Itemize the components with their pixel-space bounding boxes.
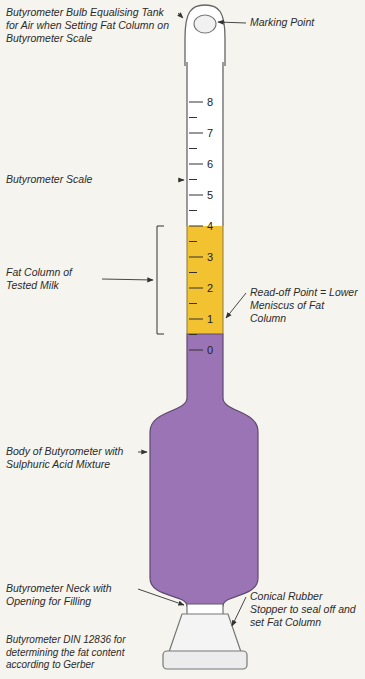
scale-tick xyxy=(189,334,197,335)
fat-column-bracket xyxy=(157,226,164,334)
scale-tick xyxy=(189,226,203,227)
stem-wall xyxy=(223,226,224,334)
scale-tick xyxy=(189,288,203,289)
acid-mixture-body xyxy=(150,334,258,606)
part-label: Conical Rubber Stopper to seal off and s… xyxy=(250,590,358,628)
scale-number: 7 xyxy=(207,126,213,140)
scale-number: 1 xyxy=(207,312,213,326)
scale-tick xyxy=(189,148,197,149)
scale-number: 5 xyxy=(207,188,213,202)
stem-wall xyxy=(186,62,187,226)
scale-tick xyxy=(189,179,197,180)
scale-number: 8 xyxy=(207,95,213,109)
scale-ticks xyxy=(189,102,203,350)
scale-tick xyxy=(189,164,203,165)
scale-tick xyxy=(189,102,203,103)
leader-arrow xyxy=(138,452,147,453)
marking-point xyxy=(194,15,216,33)
leader-arrow xyxy=(218,22,246,23)
scale-tick xyxy=(189,133,203,134)
scale-tick xyxy=(189,319,203,320)
butyrometer-bulb xyxy=(185,5,225,66)
leader-arrow xyxy=(232,597,246,626)
scale-tick xyxy=(189,117,197,118)
scale-number: 0 xyxy=(207,343,213,357)
leader-arrow xyxy=(226,293,246,318)
part-label: Butyrometer Neck with Opening for Fillin… xyxy=(6,582,134,608)
rubber-stopper xyxy=(169,614,241,652)
scale-tick xyxy=(189,241,197,242)
scale-number: 2 xyxy=(207,281,213,295)
leader-arrow xyxy=(178,13,183,18)
scale-number: 6 xyxy=(207,157,213,171)
scale-tick xyxy=(189,272,197,273)
fat-column xyxy=(187,226,223,334)
part-label: Read-off Point = Lower Meniscus of Fat C… xyxy=(250,286,358,324)
part-label: Body of Butyrometer with Sulphuric Acid … xyxy=(6,445,134,471)
scale-tick xyxy=(189,350,203,351)
part-label: Fat Column of Tested Milk xyxy=(6,266,98,292)
part-label: Butyrometer Bulb Equalising Tank for Air… xyxy=(6,6,174,44)
leader-arrow xyxy=(138,589,184,605)
scale-number: 4 xyxy=(207,219,213,233)
leader-arrow xyxy=(178,180,184,181)
scale-tick xyxy=(189,303,197,304)
stopper-lip xyxy=(163,651,247,669)
stem-wall xyxy=(222,62,223,226)
part-label: Butyrometer Scale xyxy=(6,173,174,186)
scale-tick xyxy=(189,210,197,211)
scale-tick xyxy=(189,257,203,258)
leader-arrow xyxy=(102,279,153,280)
caption: Butyrometer DIN 12836 for determining th… xyxy=(6,634,156,672)
stem-wall xyxy=(187,226,188,334)
part-label: Marking Point xyxy=(250,16,355,29)
scale-number: 3 xyxy=(207,250,213,264)
scale-tick xyxy=(189,195,203,196)
